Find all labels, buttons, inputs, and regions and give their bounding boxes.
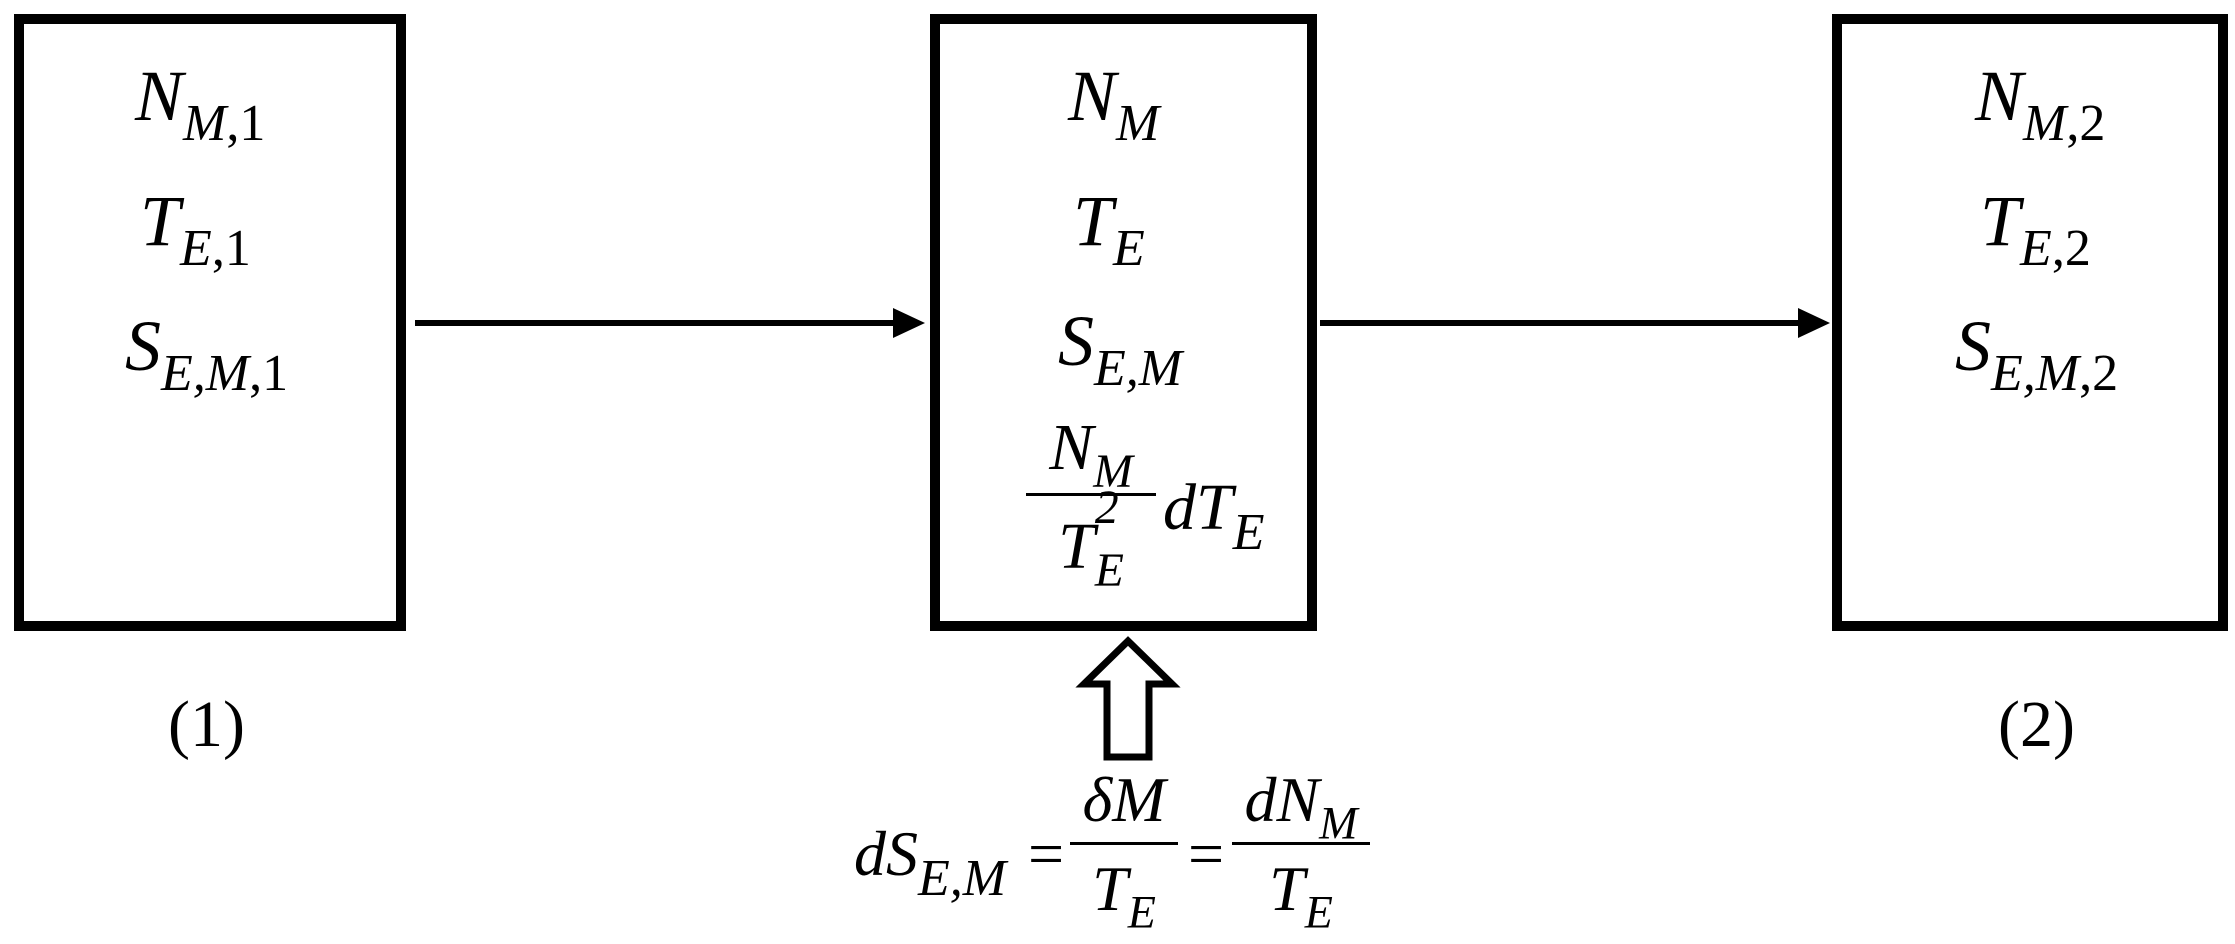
equation-fraction-1-numerator: δM xyxy=(1082,764,1166,835)
hollow-up-arrow xyxy=(1075,636,1181,761)
state-2-n: NM,2 xyxy=(1975,56,2106,152)
process-fraction-bar xyxy=(1026,493,1156,496)
equation-fraction-2-denominator: TE xyxy=(1269,853,1333,938)
state-1-box xyxy=(14,14,406,631)
process-n: NM xyxy=(1068,56,1160,152)
state-2-label: (2) xyxy=(1998,688,2075,761)
equation-lhs: dSE,M xyxy=(854,818,1007,907)
state-1-n: NM,1 xyxy=(135,56,266,152)
arrow-middle-to-2 xyxy=(1320,308,1830,338)
state-2-box xyxy=(1832,14,2228,631)
equation-equals-1: = xyxy=(1028,818,1065,889)
equation-fraction-2-numerator: dNM xyxy=(1244,764,1358,849)
equation-fraction-1-bar xyxy=(1070,842,1178,845)
state-1-label: (1) xyxy=(168,688,245,761)
equation-fraction-1: δM TE xyxy=(1070,764,1178,938)
arrow-1-to-middle xyxy=(415,308,925,338)
process-dt: dTE xyxy=(1163,471,1265,561)
state-2-t: TE,2 xyxy=(1980,181,2091,277)
process-fraction-numerator: NM xyxy=(1049,411,1133,499)
equation-fraction-1-denominator: TE xyxy=(1092,853,1156,938)
state-1-t: TE,1 xyxy=(140,181,251,277)
equation-equals-2: = xyxy=(1188,818,1225,889)
process-box xyxy=(930,14,1317,631)
equation-fraction-2-bar xyxy=(1232,842,1370,845)
process-t: TE xyxy=(1073,181,1145,277)
equation-fraction-2: dNM TE xyxy=(1232,764,1370,938)
state-1-s: SE,M,1 xyxy=(125,306,289,402)
state-2-s: SE,M,2 xyxy=(1955,306,2119,402)
process-s: SE,M xyxy=(1058,301,1183,397)
